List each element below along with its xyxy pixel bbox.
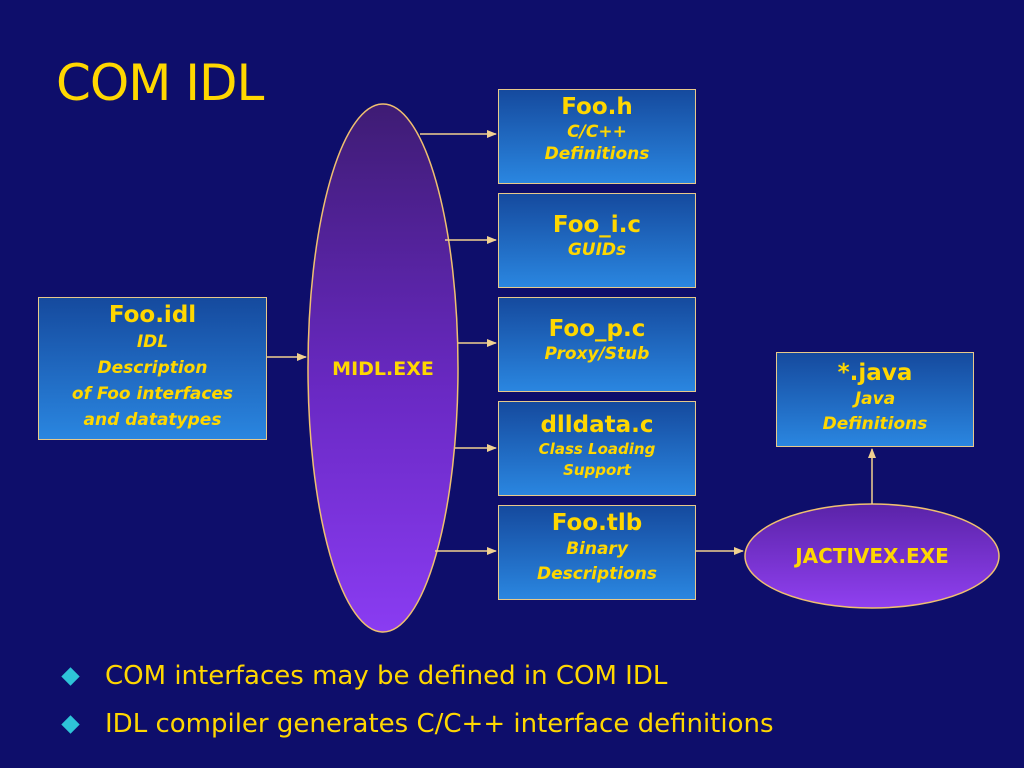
- output-name: Foo.h: [561, 94, 633, 120]
- midl-label: MIDL.EXE: [332, 358, 434, 380]
- output-desc: Proxy/Stub: [544, 344, 650, 364]
- diamond-bullet-icon: [61, 666, 80, 686]
- output-name: Foo.tlb: [551, 510, 643, 536]
- input-name: Foo.idl: [108, 302, 197, 328]
- output-name: Foo_p.c: [548, 316, 646, 342]
- java-name: *.java: [837, 360, 913, 386]
- output-desc: GUIDs: [567, 240, 627, 260]
- output-desc: Binary Descriptions: [536, 539, 658, 584]
- input-box-foo-idl: Foo.idl IDL Description of Foo interface…: [38, 297, 267, 440]
- bullet-text: IDL compiler generates C/C++ interface d…: [105, 709, 774, 739]
- output-box-foo-h: Foo.h C/C++ Definitions: [498, 89, 696, 184]
- output-desc: Class Loading Support: [538, 440, 656, 479]
- java-box: *.java Java Definitions: [776, 352, 974, 447]
- output-name: Foo_i.c: [552, 212, 642, 238]
- jactivex-label: JACTIVEX.EXE: [795, 544, 949, 568]
- java-desc: Java Definitions: [822, 389, 928, 434]
- slide-title: COM IDL: [56, 54, 264, 112]
- output-box-foo-p-c: Foo_p.c Proxy/Stub: [498, 297, 696, 392]
- bullet-item: IDL compiler generates C/C++ interface d…: [58, 700, 774, 748]
- bullet-list: COM interfaces may be defined in COM IDL…: [58, 652, 774, 748]
- output-name: dlldata.c: [540, 412, 654, 438]
- bullet-text: COM interfaces may be defined in COM IDL: [105, 661, 668, 691]
- output-box-dlldata-c: dlldata.c Class Loading Support: [498, 401, 696, 496]
- midl-oval: [307, 103, 459, 633]
- diamond-bullet-icon: [61, 714, 80, 734]
- bullet-item: COM interfaces may be defined in COM IDL: [58, 652, 774, 700]
- output-desc: C/C++ Definitions: [544, 122, 650, 164]
- input-desc: IDL Description of Foo interfaces and da…: [71, 332, 234, 430]
- output-box-foo-tlb: Foo.tlb Binary Descriptions: [498, 505, 696, 600]
- output-box-foo-i-c: Foo_i.c GUIDs: [498, 193, 696, 288]
